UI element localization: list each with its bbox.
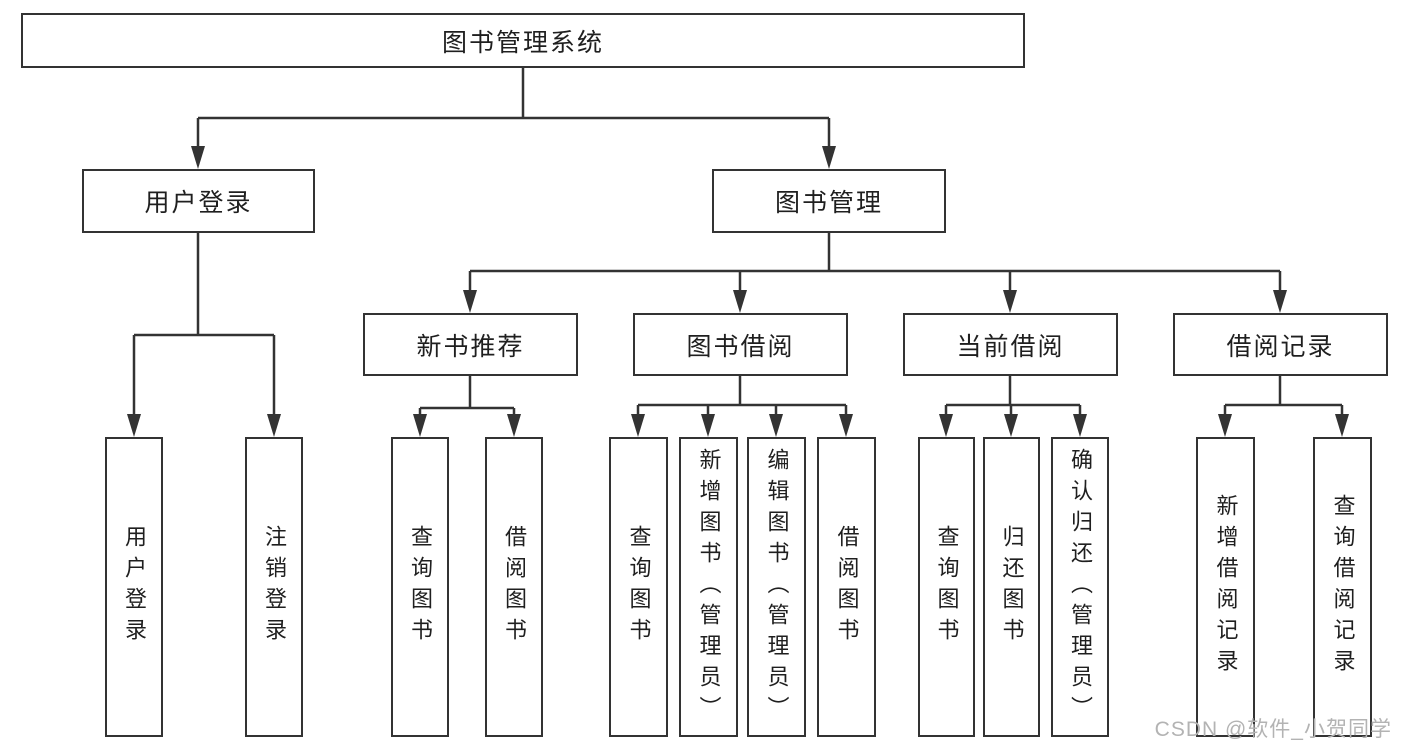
node-label: 查询图书 [934, 525, 960, 649]
leaf-return-books: 归还图书 [983, 437, 1040, 737]
leaf-query-books-borrowing: 查询图书 [609, 437, 668, 737]
node-label: 图书管理系统 [441, 28, 604, 57]
node-label: 借阅图书 [834, 525, 860, 649]
node-new-book-recommend: 新书推荐 [363, 313, 578, 376]
leaf-confirm-return-admin: 确认归还（管理员） [1051, 437, 1109, 737]
node-label: 新增借阅记录 [1213, 494, 1239, 680]
leaf-add-books-admin: 新增图书（管理员） [679, 437, 738, 737]
node-label: 图书借阅 [686, 332, 795, 361]
node-label: 借阅图书 [502, 525, 527, 649]
node-label: 确认归还（管理员） [1068, 447, 1093, 727]
node-library-management-system: 图书管理系统 [21, 13, 1025, 68]
node-label: 用户登录 [144, 189, 253, 217]
node-label: 新增图书（管理员） [696, 447, 722, 727]
node-label: 编辑图书（管理员） [764, 447, 790, 727]
node-label: 查询图书 [626, 525, 652, 649]
node-label: 用户登录 [122, 525, 147, 649]
node-label: 当前借阅 [956, 332, 1065, 361]
node-borrow-records: 借阅记录 [1173, 313, 1388, 376]
leaf-add-borrow-record: 新增借阅记录 [1196, 437, 1255, 737]
node-book-borrowing: 图书借阅 [633, 313, 848, 376]
node-user-login: 用户登录 [82, 169, 315, 233]
leaf-query-books-recommend: 查询图书 [391, 437, 449, 737]
leaf-query-books-current: 查询图书 [918, 437, 975, 737]
leaf-borrow-books: 借阅图书 [817, 437, 876, 737]
leaf-query-borrow-record: 查询借阅记录 [1313, 437, 1372, 737]
node-label: 借阅记录 [1226, 332, 1335, 361]
node-label: 图书管理 [774, 189, 883, 217]
node-label: 查询借阅记录 [1330, 494, 1356, 680]
node-label: 归还图书 [999, 525, 1025, 649]
node-label: 查询图书 [408, 525, 433, 649]
leaf-logout: 注销登录 [245, 437, 303, 737]
node-book-management: 图书管理 [712, 169, 946, 233]
node-current-borrowing: 当前借阅 [903, 313, 1118, 376]
leaf-borrow-books-recommend: 借阅图书 [485, 437, 543, 737]
leaf-user-login: 用户登录 [105, 437, 163, 737]
node-label: 注销登录 [262, 525, 287, 649]
node-label: 新书推荐 [416, 332, 525, 361]
leaf-edit-books-admin: 编辑图书（管理员） [747, 437, 806, 737]
csdn-watermark: CSDN @软件_小贺同学 [1154, 718, 1392, 741]
